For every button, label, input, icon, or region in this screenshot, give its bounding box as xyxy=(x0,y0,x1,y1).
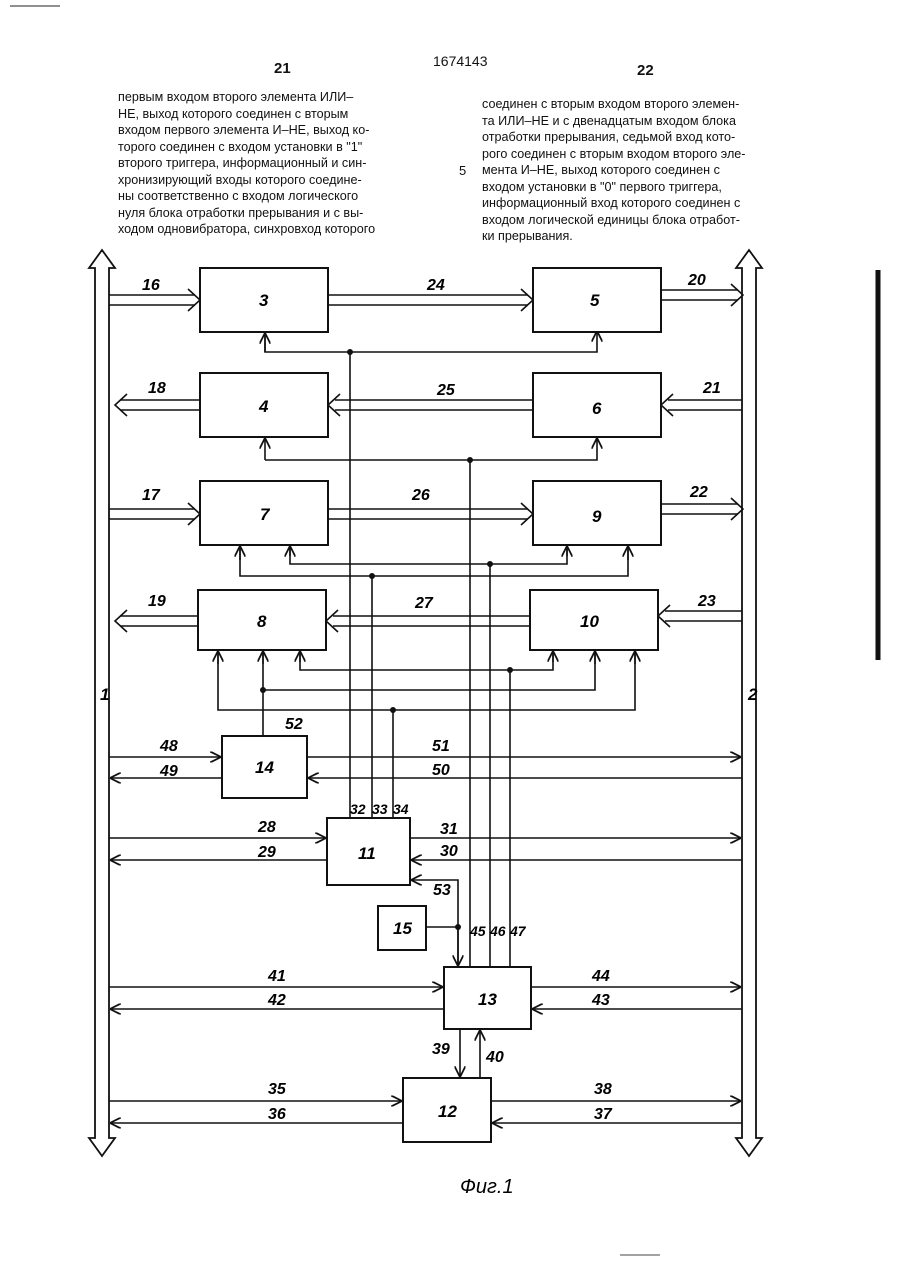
block-7-label: 7 xyxy=(260,505,271,524)
signal-22-label: 22 xyxy=(689,484,708,501)
signal-19-label: 19 xyxy=(148,593,166,610)
signal-29-label: 29 xyxy=(257,844,276,861)
signal-27-label: 27 xyxy=(414,595,434,612)
signal-18-label: 18 xyxy=(148,380,166,397)
block-13-label: 13 xyxy=(478,990,497,1009)
signal-17-label: 17 xyxy=(142,487,161,504)
signal-25-label: 25 xyxy=(436,382,456,399)
signal-35-label: 35 xyxy=(268,1081,287,1098)
block-8-label: 8 xyxy=(257,612,267,631)
signal-53-label: 53 xyxy=(433,882,451,899)
signal-22-arrow xyxy=(661,498,743,520)
block-9-label: 9 xyxy=(592,507,602,526)
block-15-label: 15 xyxy=(393,919,412,938)
signal-17-arrow xyxy=(109,503,200,525)
signal-23-label: 23 xyxy=(697,593,716,610)
signal-31-label: 31 xyxy=(440,821,458,838)
signal-38-label: 38 xyxy=(594,1081,612,1098)
signal-48-label: 48 xyxy=(159,738,178,755)
signal-26-label: 26 xyxy=(411,487,430,504)
signal-27-arrow xyxy=(326,610,530,632)
bus-2-label: 2 xyxy=(747,685,758,704)
signal-36-label: 36 xyxy=(268,1106,286,1123)
signal-33-label: 33 xyxy=(372,801,388,817)
block-5-label: 5 xyxy=(590,291,600,310)
bus-1-label: 1 xyxy=(100,685,109,704)
signal-32-label: 32 xyxy=(350,801,366,817)
signal-16-label: 16 xyxy=(142,277,160,294)
signal-18-arrow xyxy=(115,394,200,416)
signal-19-arrow xyxy=(115,610,200,632)
signal-50-label: 50 xyxy=(432,762,450,779)
figure-caption: Фиг.1 xyxy=(460,1176,514,1198)
block-3-label: 3 xyxy=(259,291,269,310)
block-12-label: 12 xyxy=(438,1102,457,1121)
signal-51-label: 51 xyxy=(432,738,450,755)
block-6-label: 6 xyxy=(592,399,602,418)
signal-42-label: 42 xyxy=(267,992,286,1009)
signal-30-label: 30 xyxy=(440,843,458,860)
block-4-label: 4 xyxy=(258,397,269,416)
signal-45-label: 45 xyxy=(469,923,486,939)
signal-52-label: 52 xyxy=(285,716,303,733)
signal-26-arrow xyxy=(328,503,533,525)
signal-20-label: 20 xyxy=(687,272,706,289)
signal-37-label: 37 xyxy=(594,1106,613,1123)
signal-47-label: 47 xyxy=(509,923,527,939)
block-11-label: 11 xyxy=(358,844,376,863)
signal-44-label: 44 xyxy=(591,968,610,985)
signal-25-arrow xyxy=(328,394,533,416)
signal-21-arrow xyxy=(661,394,742,416)
signal-41-label: 41 xyxy=(267,968,286,985)
signal-40-label: 40 xyxy=(485,1049,504,1066)
signal-34-label: 34 xyxy=(393,801,409,817)
signal-39-label: 39 xyxy=(432,1041,450,1058)
block-14-label: 14 xyxy=(255,758,274,777)
signal-28-label: 28 xyxy=(257,819,276,836)
block-10-label: 10 xyxy=(580,612,599,631)
signal-46-label: 46 xyxy=(489,923,506,939)
signal-49-label: 49 xyxy=(159,763,178,780)
signal-43-label: 43 xyxy=(591,992,610,1009)
signal-21-label: 21 xyxy=(702,380,721,397)
signal-24-label: 24 xyxy=(426,277,445,294)
